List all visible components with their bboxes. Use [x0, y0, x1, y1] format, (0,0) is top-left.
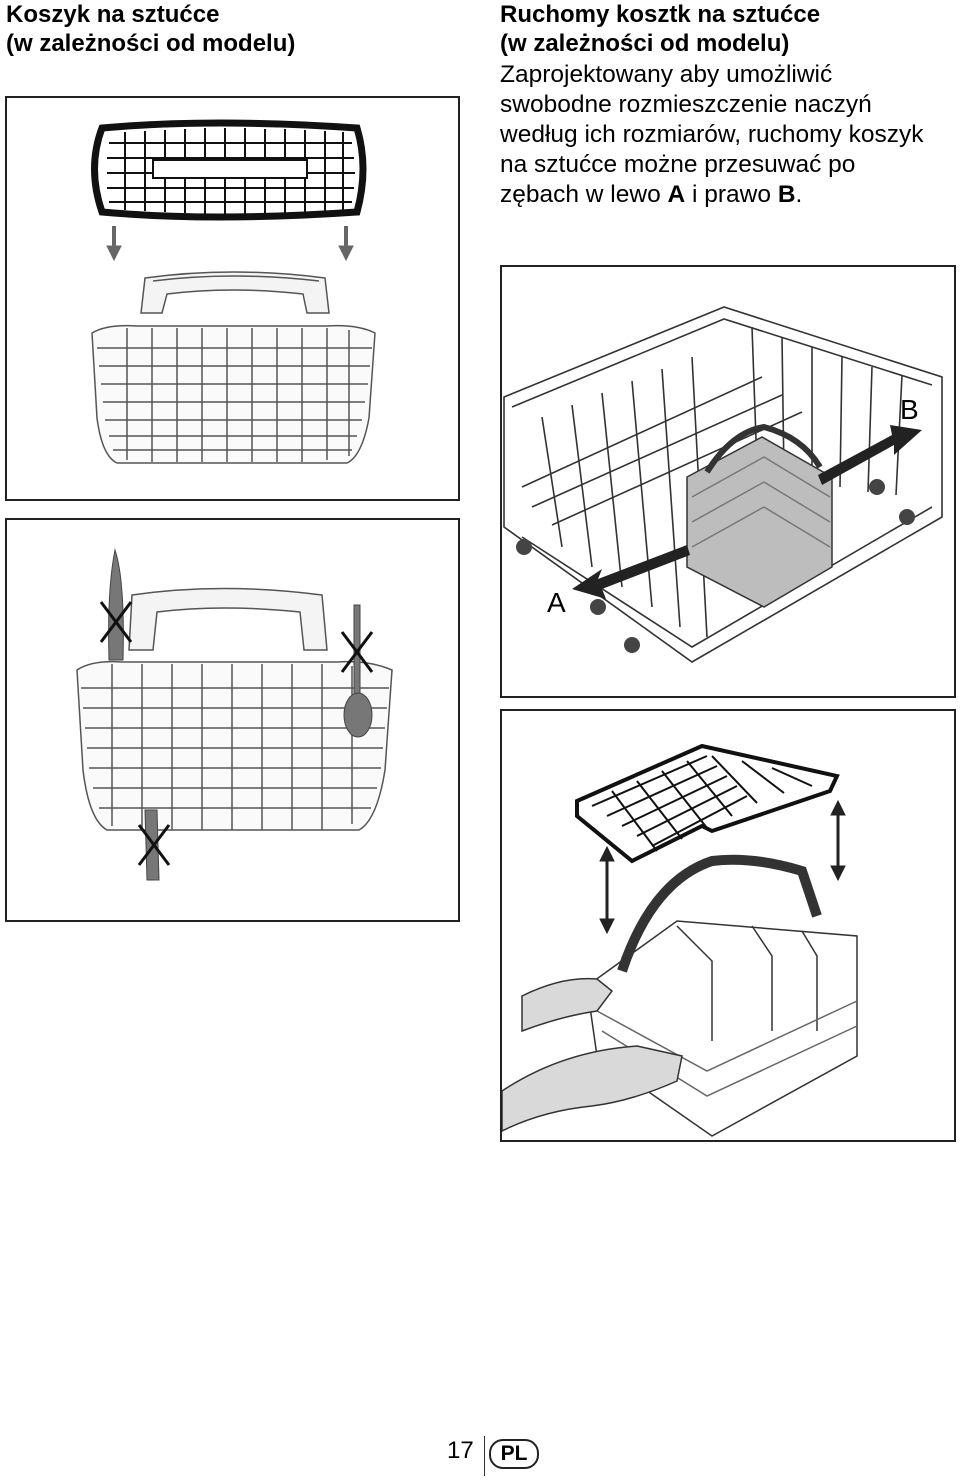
cutlery-basket: [76, 587, 393, 831]
description-line5-suffix: .: [795, 181, 803, 208]
right-heading-line1: Ruchomy kosztk na sztućce: [500, 1, 821, 28]
description-label-a: A: [667, 181, 686, 208]
cutlery-basket-with-lid-figure: [5, 96, 460, 501]
description-line5-prefix: zębach w lewo: [500, 181, 668, 208]
cutlery-basket-with-lid-illustration: [91, 119, 376, 464]
knife-icon: [108, 548, 124, 661]
arrow-down-icon: [106, 226, 354, 262]
description-line5: zębach w lewo A i prawo B.: [500, 180, 960, 210]
description-line1: Zaprojektowany aby umożliwić: [500, 61, 833, 88]
movable-basket-rack-figure: A B: [500, 265, 956, 698]
rack-label-b: B: [900, 394, 919, 425]
right-heading-line2: (w zależności od modelu): [500, 30, 790, 57]
left-heading-line2: (w zależności od modelu): [6, 30, 296, 57]
lid-removal-illustration: [502, 743, 858, 1137]
left-heading-line1: Koszyk na sztućce: [6, 1, 220, 28]
right-section-heading: Ruchomy kosztk na sztućce (w zależności …: [500, 0, 820, 58]
description-paragraph: Zaprojektowany aby umożliwić swobodne ro…: [500, 60, 960, 210]
hand-icon: [502, 977, 683, 1132]
cutlery-basket: [91, 271, 376, 464]
incorrect-placement-illustration: [76, 548, 393, 881]
page-number: 17: [447, 1437, 474, 1464]
footer-divider: [484, 1436, 485, 1476]
basket-grid-lid: [575, 743, 840, 864]
description-line2: swobodne rozmieszczenie naczyń: [500, 91, 872, 118]
incorrect-cutlery-placement-figure: [5, 518, 460, 922]
basket-grid-lid: [91, 119, 367, 221]
description-line3: według ich rozmiarów, ruchomy koszyk: [500, 121, 924, 148]
double-arrow-vertical-icon: [599, 799, 846, 935]
fork-icon: [144, 809, 160, 881]
basket-lid-removal-figure: [500, 709, 956, 1142]
rack-label-a: A: [547, 587, 566, 618]
description-line4: na sztućce możne przesuwać po: [500, 151, 856, 178]
rack-wheel-icon: [516, 479, 915, 653]
left-section-heading: Koszyk na sztućce (w zależności od model…: [6, 0, 295, 58]
description-line5-middle: i prawo: [685, 181, 778, 208]
cross-mark-icon: [99, 601, 374, 866]
arrow-right-icon: [818, 425, 922, 485]
arrow-left-icon: [572, 545, 690, 599]
movable-cutlery-basket: [686, 423, 833, 608]
description-label-b: B: [777, 181, 796, 208]
dishwasher-rack-illustration: A B: [503, 306, 943, 663]
language-badge: PL: [489, 1439, 539, 1469]
